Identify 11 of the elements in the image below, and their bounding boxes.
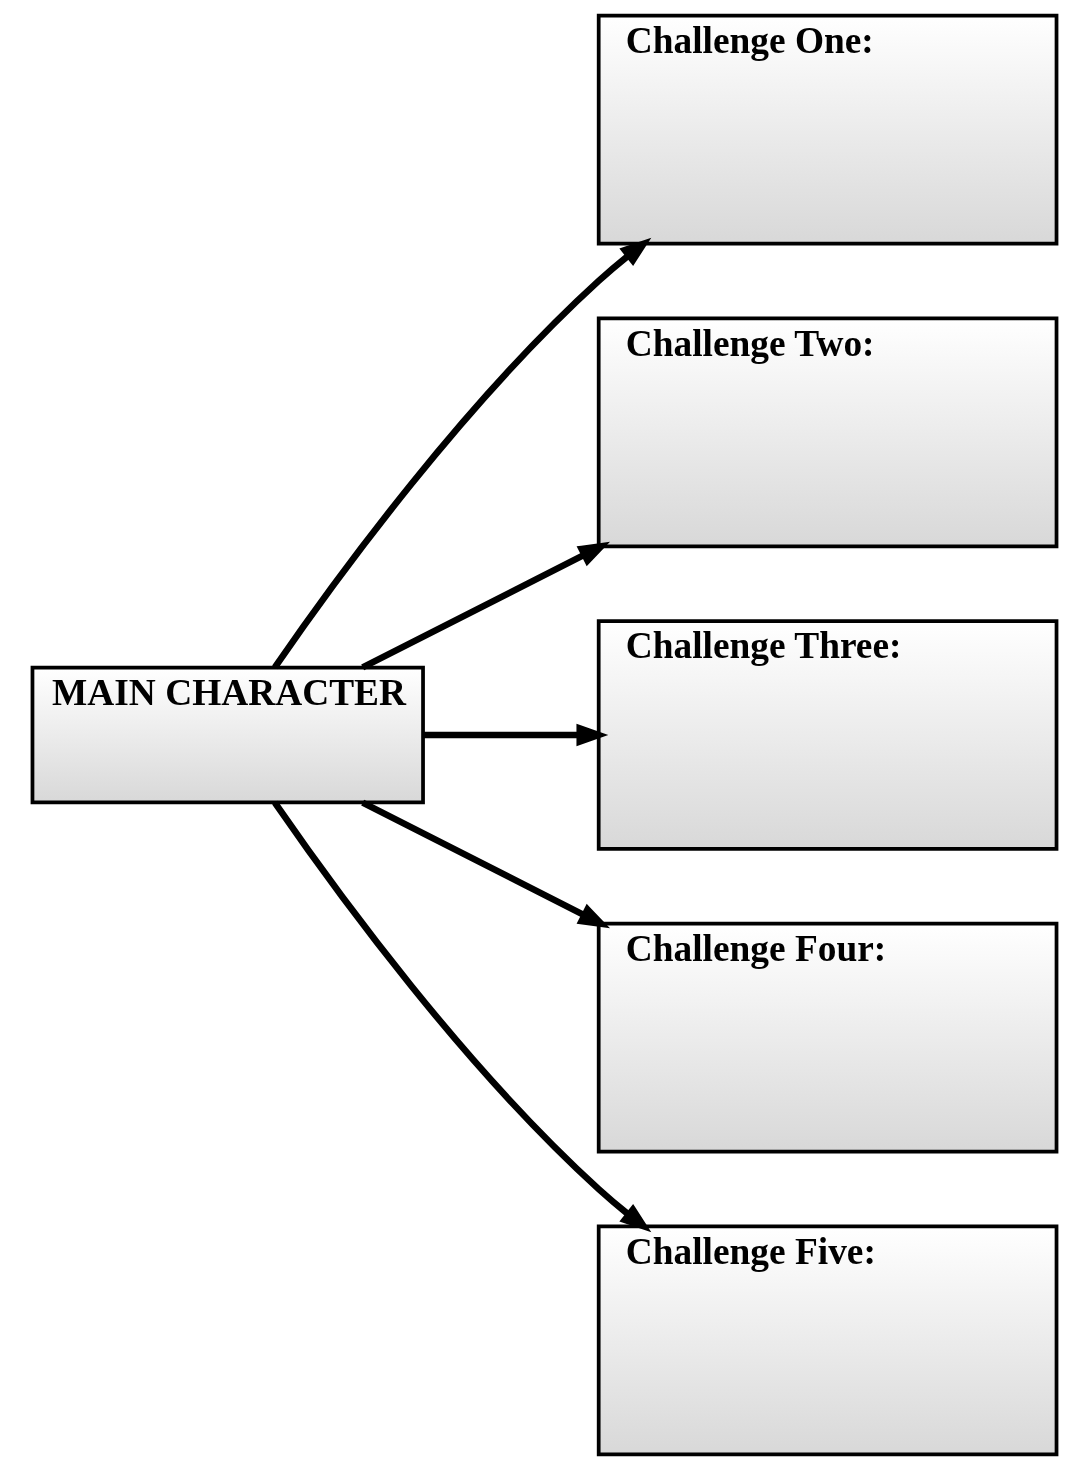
arrow — [422, 723, 608, 747]
arrow — [271, 237, 651, 670]
arrow — [360, 541, 610, 671]
node-box: Challenge Five: — [596, 1224, 1058, 1457]
arrow — [360, 799, 610, 929]
node-box: Challenge One: — [596, 13, 1058, 246]
arrow — [271, 800, 651, 1233]
node-box: Challenge Four: — [596, 921, 1058, 1154]
node-box: MAIN CHARACTER — [30, 665, 425, 805]
node-box: Challenge Three: — [596, 619, 1058, 851]
node-box: Challenge Two: — [596, 316, 1058, 549]
